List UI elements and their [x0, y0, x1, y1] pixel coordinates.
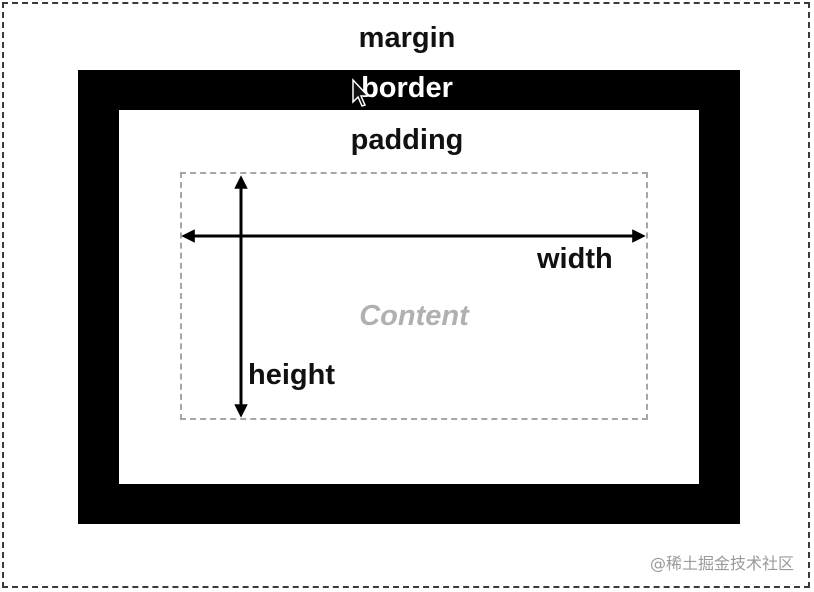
margin-label: margin [358, 22, 456, 54]
border-label: border [361, 72, 453, 104]
content-label: Content [359, 300, 469, 332]
content-area [180, 172, 648, 420]
padding-label: padding [350, 124, 464, 156]
mouse-pointer-icon [352, 78, 370, 107]
width-label: width [537, 243, 613, 275]
watermark-text: @稀土掘金技术社区 [645, 548, 798, 576]
height-label: height [248, 359, 335, 391]
